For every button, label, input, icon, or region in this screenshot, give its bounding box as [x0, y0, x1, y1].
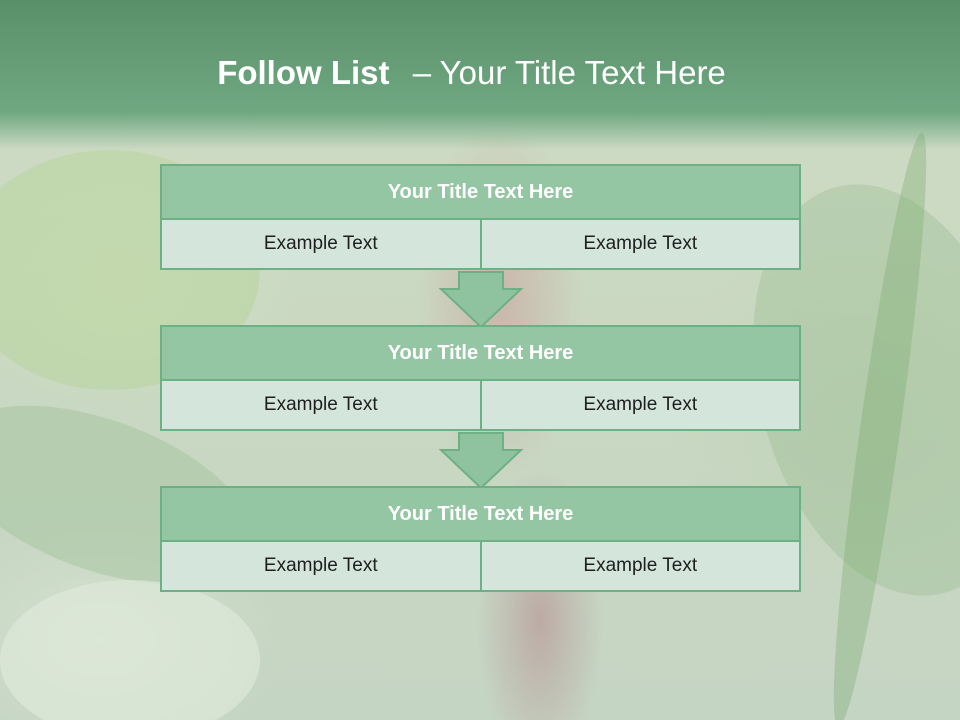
- slide-title: Follow List – Your Title Text Here: [0, 54, 943, 92]
- step-right-cell: Example Text: [481, 542, 801, 592]
- step-left-cell: Example Text: [160, 542, 482, 592]
- step-right-cell: Example Text: [481, 220, 801, 270]
- down-arrow-icon: [438, 271, 524, 329]
- background-leaf: [0, 580, 260, 720]
- step-title: Your Title Text Here: [160, 325, 801, 381]
- step-block: Your Title Text Here Example Text Exampl…: [160, 164, 801, 270]
- title-rest: – Your Title Text Here: [412, 54, 726, 91]
- down-arrow-icon: [438, 432, 524, 490]
- step-row: Example Text Example Text: [160, 220, 801, 270]
- step-right-cell: Example Text: [481, 381, 801, 431]
- title-bold: Follow List: [217, 54, 390, 91]
- step-row: Example Text Example Text: [160, 542, 801, 592]
- step-row: Example Text Example Text: [160, 381, 801, 431]
- step-block: Your Title Text Here Example Text Exampl…: [160, 486, 801, 592]
- step-left-cell: Example Text: [160, 381, 482, 431]
- header-band: [0, 0, 960, 150]
- step-title: Your Title Text Here: [160, 486, 801, 542]
- step-left-cell: Example Text: [160, 220, 482, 270]
- step-block: Your Title Text Here Example Text Exampl…: [160, 325, 801, 431]
- step-title: Your Title Text Here: [160, 164, 801, 220]
